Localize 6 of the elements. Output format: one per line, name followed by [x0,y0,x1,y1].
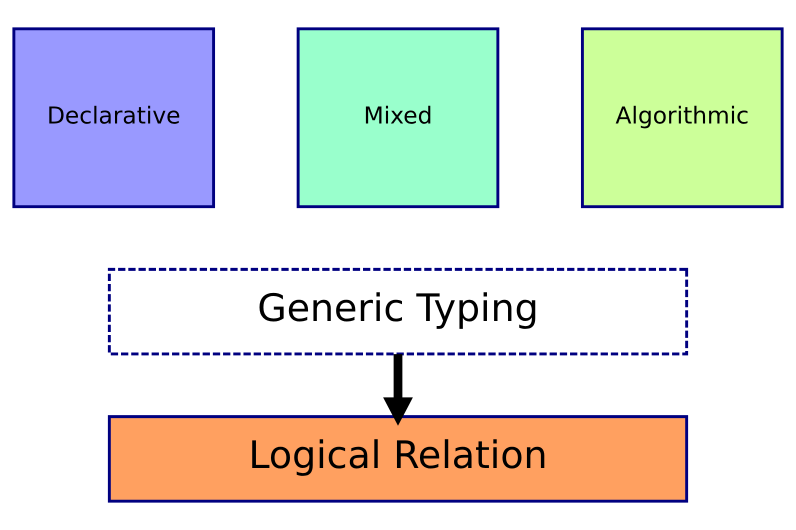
arrow [383,354,413,426]
node-box: Declarative [12,27,216,208]
node-box: Generic Typing [108,268,688,356]
node-box: Mixed [296,27,500,208]
node-box: Logical Relation [108,415,688,503]
node-box: Algorithmic [580,27,784,208]
